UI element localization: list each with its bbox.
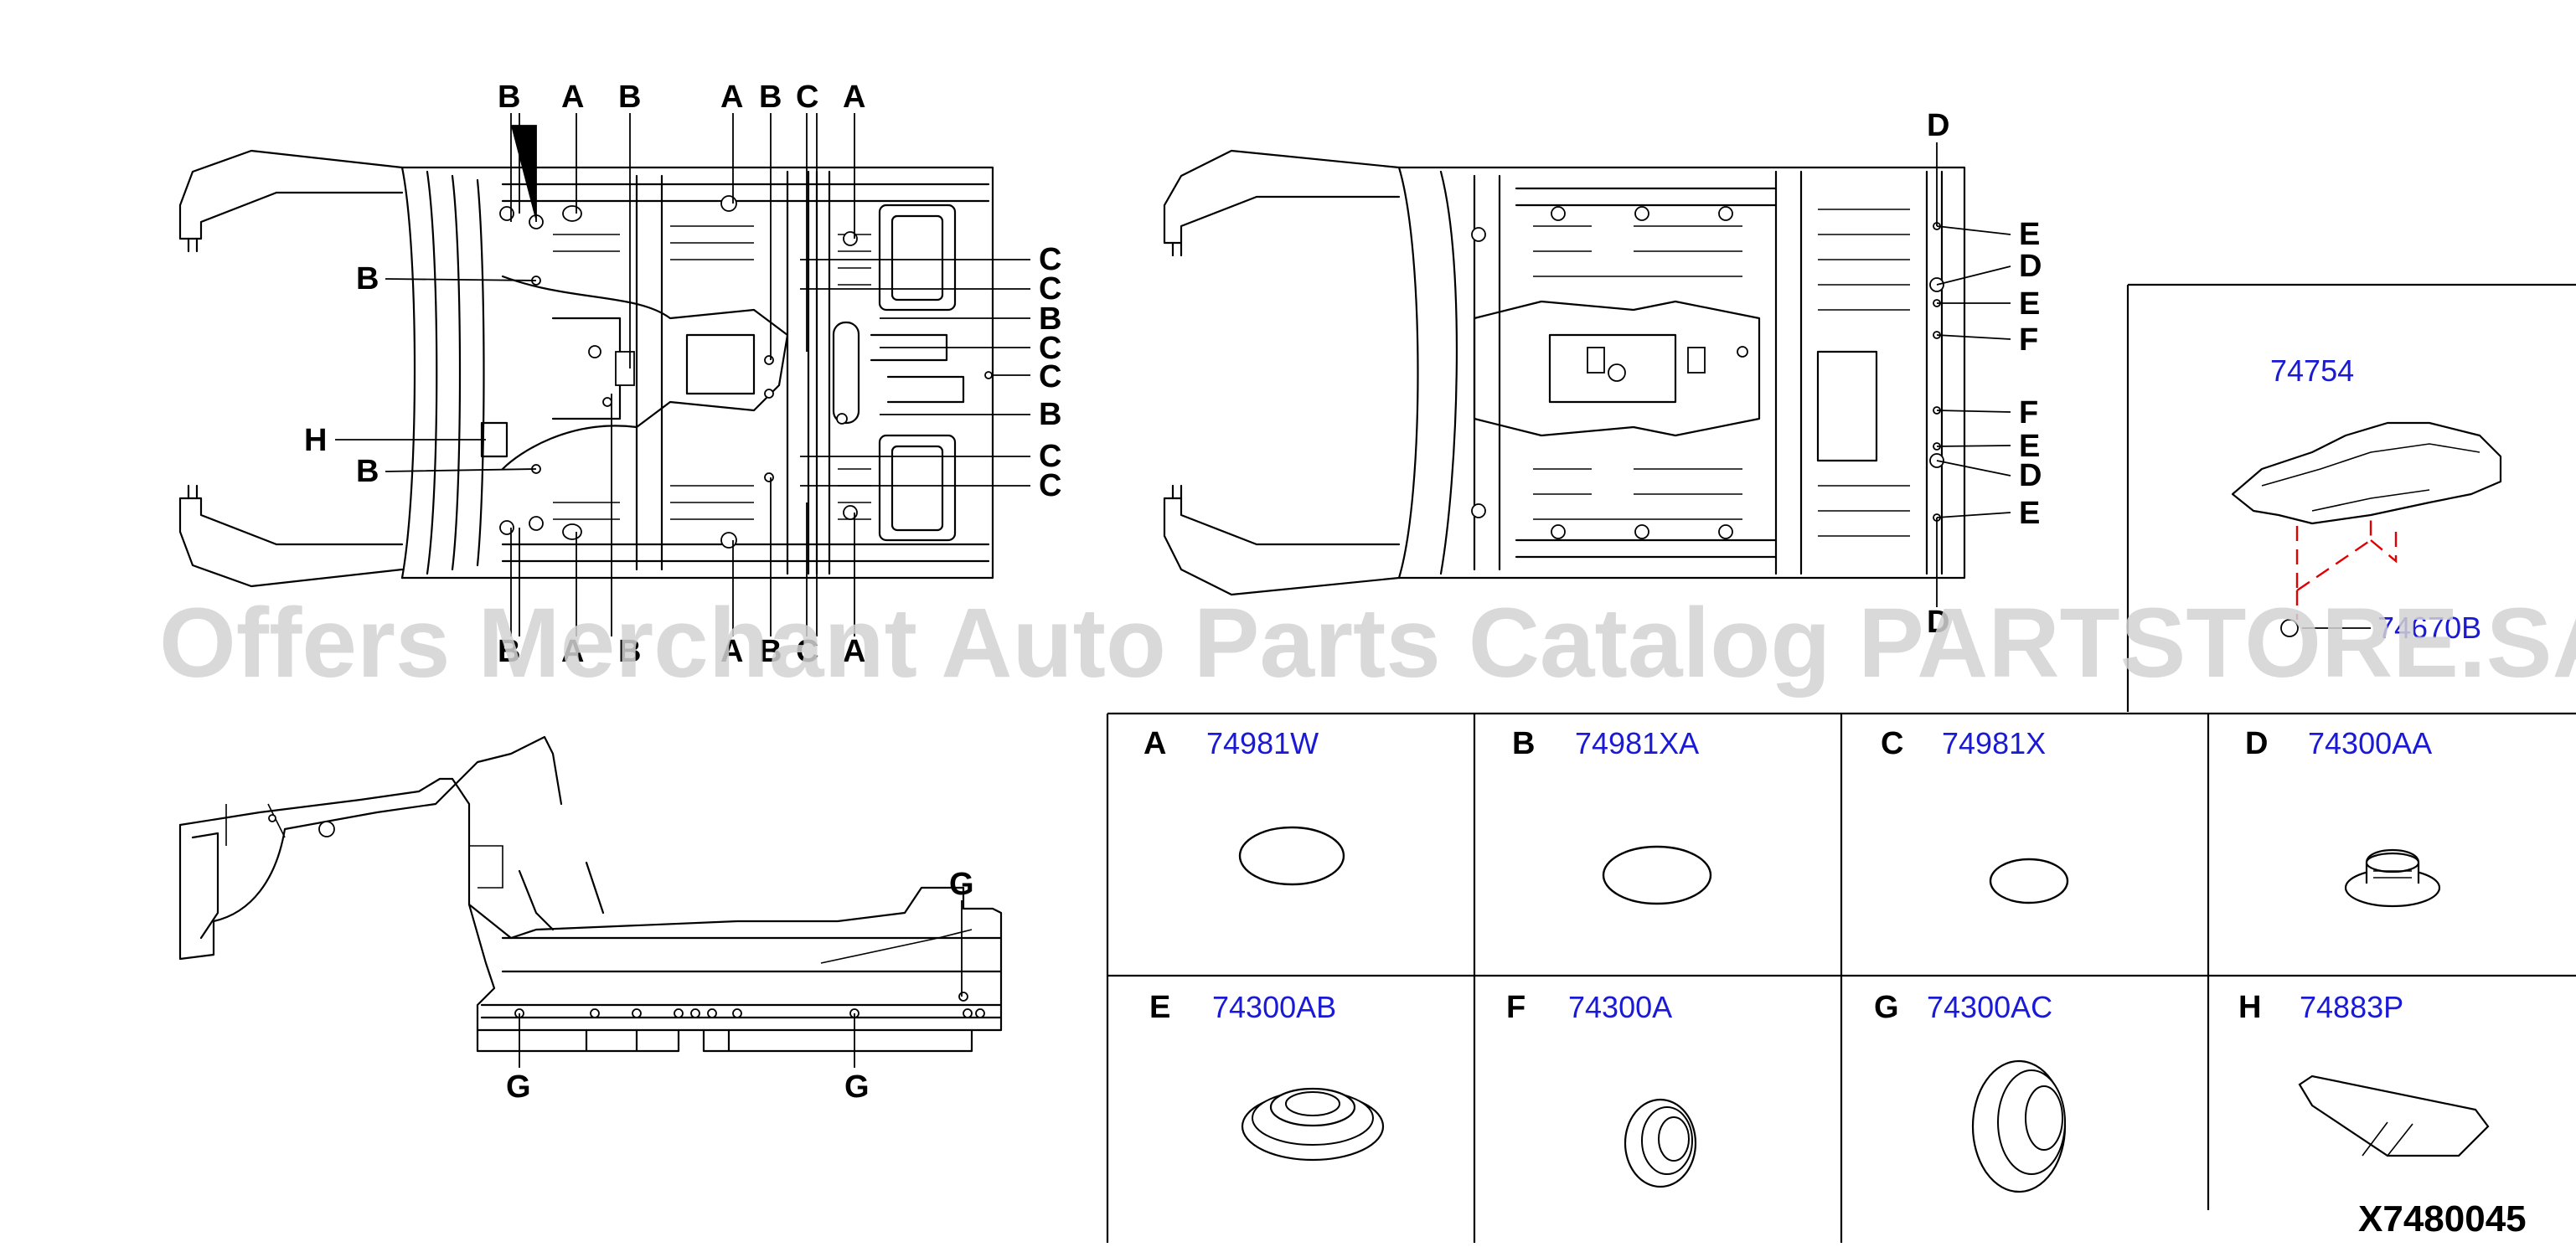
- callout-letter: C: [1039, 359, 1061, 394]
- callout-letter: D: [1927, 108, 1949, 143]
- grommet-large-icon: [1971, 1059, 2067, 1193]
- callout-letter: B: [618, 634, 641, 669]
- clip-icon: [2280, 619, 2299, 637]
- svg-text:E: E: [1149, 990, 1170, 1025]
- callout-letter: C: [1039, 468, 1061, 503]
- callout-letter: A: [561, 634, 584, 669]
- table-cell-a: A 74981W: [1143, 726, 1345, 886]
- svg-text:A: A: [1143, 726, 1166, 761]
- callout-letter: E: [2019, 217, 2040, 252]
- svg-text:74300A: 74300A: [1568, 990, 1672, 1024]
- watermark-text: Offers Merchant Auto Parts Catalog PARTS…: [159, 588, 2576, 698]
- table-cell-f: F 74300A: [1506, 990, 1697, 1188]
- floor-hole-markers-right: [1471, 206, 1944, 539]
- callout-letter: F: [2019, 395, 2038, 430]
- side-view: G G G: [178, 735, 1003, 1105]
- callout-letter: E: [2019, 286, 2040, 322]
- svg-text:74883P: 74883P: [2300, 990, 2403, 1024]
- callout-letter: G: [949, 867, 974, 902]
- callout-letter: B: [498, 80, 520, 115]
- callout-letter: B: [618, 80, 641, 115]
- callout-letter: B: [498, 634, 520, 669]
- callout-letter: B: [759, 80, 782, 115]
- insulator-shape: [2231, 421, 2502, 525]
- svg-text:74981W: 74981W: [1206, 726, 1319, 760]
- svg-text:D: D: [2245, 726, 2268, 761]
- oval-plug-medium-icon: [1602, 845, 1712, 905]
- svg-text:F: F: [1506, 990, 1525, 1025]
- callout-letter: E: [2019, 496, 2040, 531]
- callout-letter: A: [720, 634, 743, 669]
- svg-text:G: G: [1874, 990, 1899, 1025]
- table-cell-d: D 74300AA: [2245, 726, 2441, 908]
- callout-letter: E: [2019, 429, 2040, 464]
- callout-letter: D: [2019, 458, 2042, 493]
- floor-view-left: B A B A B C A B H B C C B C C B C C B A …: [178, 80, 1061, 669]
- callout-letter: C: [1039, 242, 1061, 277]
- inset-box: 74754 74670B: [2126, 283, 2576, 712]
- callout-letter: B: [356, 261, 379, 296]
- part-number-74670b: 74670B: [2377, 611, 2481, 645]
- pad-icon: [2298, 1074, 2490, 1157]
- callout-letter: H: [304, 423, 327, 458]
- callout-letter: B: [1039, 397, 1061, 432]
- svg-text:74300AB: 74300AB: [1212, 990, 1336, 1024]
- callout-letter: G: [506, 1069, 531, 1105]
- callouts-left: B A B A B C A B H B C C B C C B C C B A …: [304, 80, 1061, 669]
- part-number-74754: 74754: [2270, 353, 2354, 388]
- callout-letter: C: [1039, 331, 1061, 366]
- callout-letter: D: [1927, 605, 1949, 640]
- callout-letter: B: [759, 634, 782, 669]
- floor-view-right: D E D E F F E D E D: [1163, 108, 2042, 640]
- svg-text:74300AA: 74300AA: [2308, 726, 2432, 760]
- callout-letter: C: [1039, 439, 1061, 474]
- callout-letter: B: [356, 454, 379, 489]
- svg-text:74300AC: 74300AC: [1927, 990, 2052, 1024]
- table-cell-g: G 74300AC: [1874, 990, 2067, 1193]
- callout-letter: C: [796, 634, 818, 669]
- svg-text:B: B: [1512, 726, 1535, 761]
- callout-letter: G: [844, 1069, 870, 1105]
- table-cell-b: B 74981XA: [1512, 726, 1712, 905]
- diagram-code: X7480045: [2358, 1198, 2527, 1239]
- callout-letter: A: [561, 80, 584, 115]
- grommet-flat-icon: [1241, 1087, 1385, 1162]
- callout-letter: F: [2019, 322, 2038, 358]
- svg-text:74981XA: 74981XA: [1575, 726, 1699, 760]
- callout-letter: B: [1039, 301, 1061, 337]
- floor-hole-markers: [499, 195, 993, 549]
- parts-table: A 74981W B 74981XA C 74981X D 74300AA: [1106, 712, 2576, 1243]
- grommet-side-icon: [1624, 1098, 1697, 1188]
- svg-text:C: C: [1881, 726, 1903, 761]
- table-cell-c: C 74981X: [1881, 726, 2069, 904]
- table-cell-e: E 74300AB: [1149, 990, 1385, 1162]
- callout-letter: C: [1039, 271, 1061, 307]
- svg-text:74981X: 74981X: [1942, 726, 2046, 760]
- svg-text:H: H: [2238, 990, 2261, 1025]
- callout-letter: A: [720, 80, 743, 115]
- callout-letter: D: [2019, 249, 2042, 284]
- push-clip-icon: [2344, 849, 2441, 908]
- callout-letter: C: [796, 80, 818, 115]
- callout-letter: A: [843, 80, 865, 115]
- callouts-right: D E D E F F E D E D: [1927, 108, 2042, 640]
- oval-plug-large-icon: [1238, 826, 1345, 886]
- oval-plug-small-icon: [1989, 858, 2069, 904]
- table-cell-h: H 74883P: [2238, 990, 2490, 1157]
- callout-letter: A: [843, 634, 865, 669]
